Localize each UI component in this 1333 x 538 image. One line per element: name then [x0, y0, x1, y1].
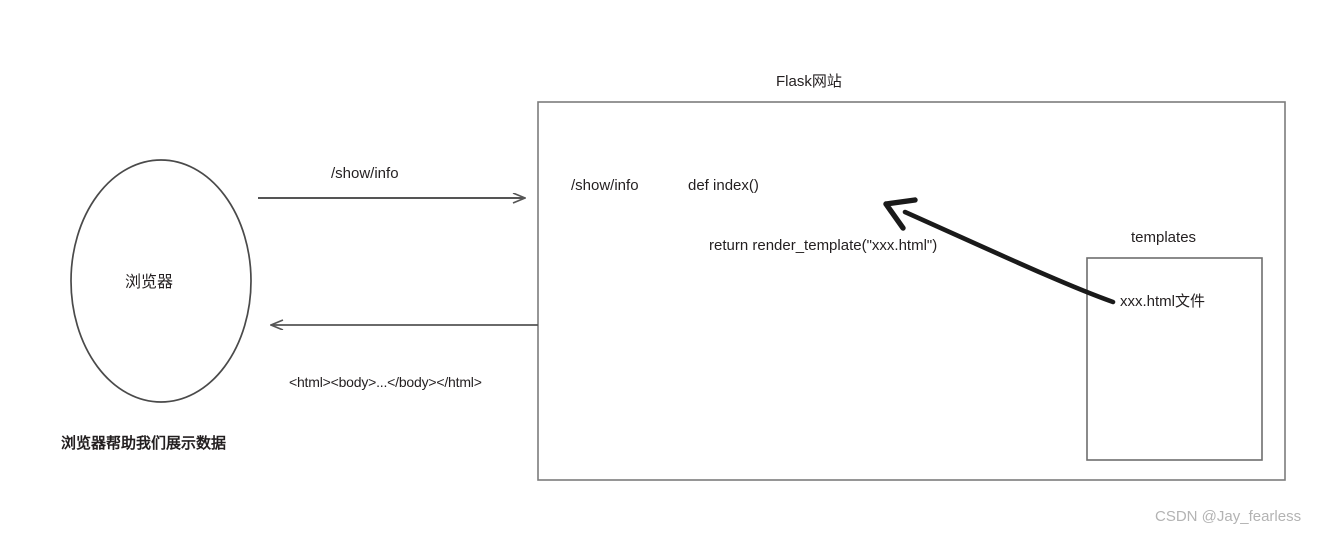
server-handler-text: def index()	[688, 177, 759, 194]
server-render-call-text: return render_template("xxx.html")	[709, 237, 938, 254]
templates-box	[1086, 257, 1263, 461]
template-link-curve	[902, 209, 1116, 305]
browser-node-shape	[70, 159, 252, 403]
browser-caption: 浏览器帮助我们展示数据	[61, 435, 227, 452]
server-route-text: /show/info	[571, 177, 639, 194]
page-title: Flask网站	[776, 73, 842, 90]
template-link-arrowhead	[883, 197, 918, 231]
watermark: CSDN @Jay_fearless	[1155, 508, 1302, 525]
template-file-label: xxx.html文件	[1120, 293, 1206, 310]
browser-node-label: 浏览器	[125, 274, 174, 291]
response-arrow-label: <html><body>...</body></html>	[289, 374, 482, 390]
templates-box-title: templates	[1131, 229, 1197, 246]
request-arrow-label: /show/info	[331, 165, 399, 182]
